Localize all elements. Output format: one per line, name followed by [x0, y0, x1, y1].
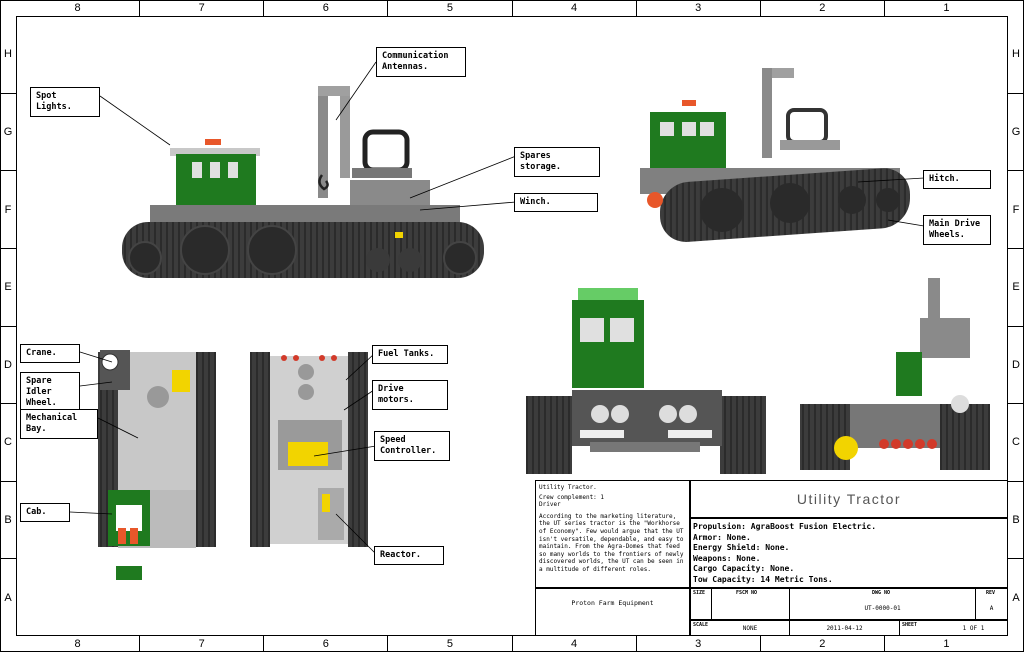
dwg-cell: DWG NO UT-0000-01: [790, 588, 976, 620]
bottom-zone-ruler: 8 7 6 5 4 3 2 1: [16, 636, 1008, 652]
zone-label: 1: [943, 638, 950, 650]
zone-label: 8: [16, 0, 141, 16]
callout-winch: Winch.: [514, 193, 598, 212]
callout-cab: Cab.: [20, 503, 70, 522]
callout-crane: Crane.: [20, 344, 80, 363]
title-block-company: Proton Farm Equipment: [535, 588, 690, 636]
zone-label: D: [1008, 327, 1024, 405]
zone-label: 2: [761, 636, 885, 652]
zone-label: C: [1008, 404, 1024, 482]
title-block-scale-row: SCALE NONE 2011-04-12 SHEET 1 OF 1: [690, 620, 1008, 636]
description-crew-role: Driver: [539, 501, 561, 509]
zone-label: 5: [388, 636, 513, 652]
fscm-cell: FSCM NO: [712, 588, 790, 620]
callout-spot-lights: Spot Lights.: [30, 87, 100, 117]
zone-label: E: [0, 249, 16, 327]
description-name: Utility Tractor.: [539, 484, 597, 491]
callout-mechanical-bay: Mechanical Bay.: [20, 409, 98, 439]
zone-label: F: [0, 171, 16, 249]
zone-label: H: [0, 16, 16, 94]
drawing-title: Utility Tractor: [690, 480, 1008, 518]
zone-label: G: [0, 94, 16, 172]
drawing-area-border: [16, 16, 1008, 636]
sheet-label: SHEET: [902, 622, 918, 628]
drawing-date: 2011-04-12: [826, 625, 863, 632]
scale-value: NONE: [742, 625, 758, 632]
top-view-exterior: [98, 350, 216, 580]
zone-label: 6: [264, 0, 389, 16]
callout-hitch: Hitch.: [923, 170, 991, 189]
fscm-label: FSCM NO: [736, 590, 758, 596]
callout-spares-storage: Spares storage.: [514, 147, 600, 177]
zone-label: A: [1012, 591, 1020, 604]
zone-label: 3: [637, 0, 761, 16]
callout-speed-controller: Speed Controller.: [374, 431, 450, 461]
description-crew: Crew complement: 1: [539, 493, 605, 501]
size-label: SIZE: [693, 590, 706, 596]
zone-label: 7: [140, 636, 265, 652]
sheet-value: 1 OF 1: [962, 625, 985, 632]
zone-label: C: [0, 404, 16, 482]
callout-spare-idler-wheel: Spare Idler Wheel.: [20, 372, 80, 413]
rear-view: [800, 278, 990, 470]
spec-list: Propulsion: AgraBoost Fusion Electric. A…: [690, 518, 1008, 588]
zone-label: 8: [16, 636, 141, 652]
callout-drive-motors: Drive motors.: [372, 380, 448, 410]
title-block-description: Utility Tractor. Crew complement: 1 Driv…: [535, 480, 690, 588]
callout-reactor: Reactor.: [374, 546, 444, 565]
callout-communication-antennas: Communication Antennas.: [376, 47, 466, 77]
zone-label: B: [0, 482, 16, 560]
side-view: [122, 86, 484, 278]
sheet-cell: SHEET 1 OF 1: [900, 620, 1008, 636]
zone-label: 4: [513, 0, 637, 16]
top-view-internal: [250, 352, 368, 547]
rev-value: A: [989, 605, 994, 612]
date-cell: 2011-04-12: [790, 620, 900, 636]
spec-item: Armor: None.: [693, 532, 751, 542]
rev-label: REV: [986, 590, 996, 596]
zone-label: 7: [140, 0, 265, 16]
zone-label: B: [1008, 482, 1024, 560]
zone-label: 3: [637, 636, 761, 652]
callout-main-drive-wheels: Main Drive Wheels.: [923, 215, 991, 245]
top-zone-ruler: 8 7 6 5 4 3 2 1: [16, 0, 1008, 16]
zone-label: H: [1008, 16, 1024, 94]
spec-item: Cargo Capacity: None.: [693, 564, 795, 573]
perspective-view: [640, 68, 910, 242]
left-zone-ruler: H G F E D C B A: [0, 16, 16, 636]
spec-item: Propulsion: AgraBoost Fusion Electric.: [693, 522, 877, 531]
size-cell: SIZE: [690, 588, 712, 620]
zone-label: 5: [388, 0, 513, 16]
scale-cell: SCALE NONE: [690, 620, 790, 636]
description-body: According to the marketing literature, t…: [539, 512, 684, 573]
spec-item: Energy Shield: None.: [693, 543, 790, 552]
dwg-number: UT-0000-01: [864, 605, 901, 612]
zone-label: G: [1008, 94, 1024, 172]
zone-label: F: [1008, 171, 1024, 249]
front-view: [526, 288, 766, 474]
zone-label: 6: [264, 636, 389, 652]
title-block-id-row: SIZE FSCM NO DWG NO UT-0000-01 REV A: [690, 588, 1008, 620]
right-zone-ruler: H G F E D C B A: [1008, 16, 1024, 636]
zone-label: D: [0, 327, 16, 405]
zone-label: 1: [943, 2, 950, 14]
zone-label: 2: [761, 0, 885, 16]
zone-label: E: [1008, 249, 1024, 327]
zone-label: 4: [513, 636, 637, 652]
scale-label: SCALE: [693, 622, 709, 628]
spec-item: Tow Capacity: 14 Metric Tons.: [693, 574, 833, 584]
callout-fuel-tanks: Fuel Tanks.: [372, 345, 448, 364]
zone-label: A: [4, 591, 12, 604]
rev-cell: REV A: [976, 588, 1008, 620]
spec-item: Weapons: None.: [693, 553, 761, 563]
dwg-label: DWG NO: [872, 590, 891, 596]
